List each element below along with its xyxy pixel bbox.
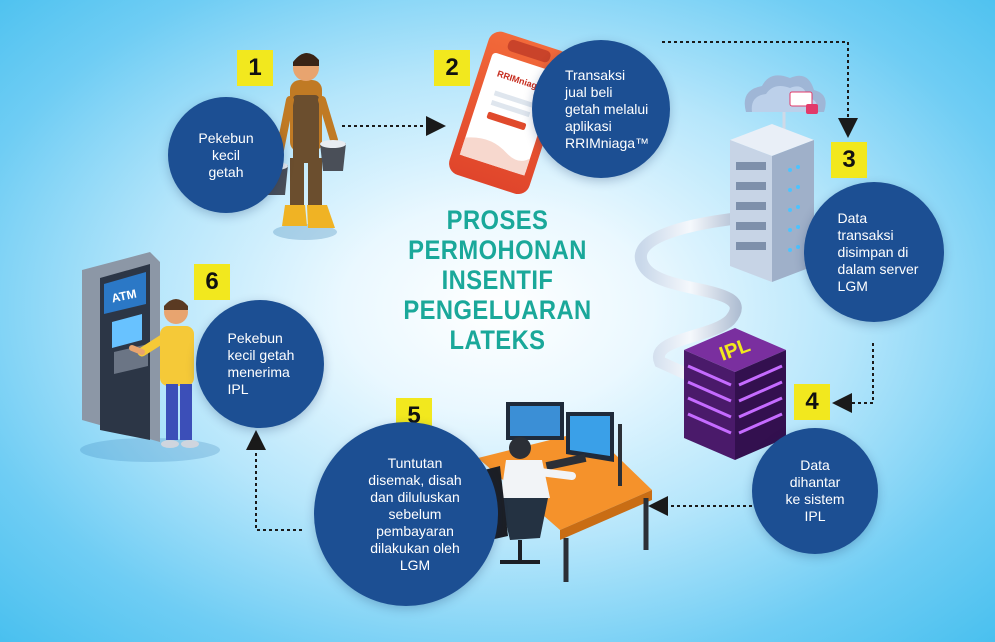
- svg-text:ATM: ATM: [110, 287, 137, 306]
- step-2-text-line: aplikasi: [564, 117, 612, 134]
- atm-user-icon: ATM: [80, 252, 220, 462]
- step-2-text-line: getah melalui: [564, 100, 649, 117]
- title-line: PROSES: [446, 205, 549, 235]
- step-2-text-line: jual beli: [564, 83, 613, 100]
- data-cable: [634, 212, 746, 386]
- step-3-text-line: dalam server: [837, 260, 919, 277]
- step-3-text-line: transaksi: [837, 226, 894, 243]
- step-5-text-line: disemak, disah: [368, 471, 462, 488]
- step-3-text-line: LGM: [837, 277, 868, 294]
- title-line: PENGELUARAN: [403, 295, 592, 325]
- step-5-circle: Tuntutan disemak, disah dan diluluskan s…: [314, 422, 498, 606]
- computer-workstation-icon: [478, 402, 652, 582]
- step-6-number-badge: 6: [194, 264, 230, 300]
- step-3-number-badge: 3: [831, 142, 867, 178]
- title-line: PERMOHONAN: [408, 235, 587, 265]
- step-2-text-line: Transaksi: [564, 66, 626, 83]
- step-2-circle: Transaksi jual beli getah melalui aplika…: [532, 40, 670, 178]
- step-3-text-line: disimpan di: [837, 243, 909, 260]
- step-4-text-line: dihantar: [789, 474, 841, 490]
- step-5-text-line: pembayaran: [376, 522, 454, 539]
- title-line: LATEKS: [449, 325, 546, 355]
- step-5-text-line: Tuntutan: [387, 454, 443, 471]
- ipl-server-icon: IPL: [684, 328, 786, 460]
- cloud-server-icon: [730, 75, 826, 282]
- step-5-text-line: LGM: [399, 556, 431, 573]
- step-6-text-line: Pekebun: [227, 330, 283, 346]
- step-4-text-line: ke sistem: [785, 491, 845, 507]
- step-4-text-line: Data: [800, 457, 830, 473]
- step-4-circle: Data dihantar ke sistem IPL: [752, 428, 878, 554]
- arrow-3-to-4: [832, 343, 874, 413]
- smartphone-app-icon: RRIMniaga: [449, 31, 570, 195]
- step-2-text-line: RRIMniaga™: [564, 134, 650, 151]
- step-5-text-line: sebelum: [388, 505, 442, 522]
- step-6-text-line: IPL: [227, 381, 249, 397]
- step-4-number-badge: 4: [794, 384, 830, 420]
- step-1-text-line: getah: [208, 163, 244, 180]
- step-1-text-line: Pekebun: [198, 129, 254, 146]
- step-6-circle: Pekebun kecil getah menerima IPL: [196, 300, 324, 428]
- step-6-text-line: kecil getah: [227, 347, 295, 363]
- arrow-5-to-6: [246, 430, 302, 531]
- arrow-2-to-3: [662, 41, 858, 138]
- step-1-circle: Pekebun kecil getah: [168, 97, 284, 213]
- step-4-text-line: IPL: [804, 508, 826, 524]
- step-1-text-line: kecil: [211, 146, 240, 163]
- step-2-number-badge: 2: [434, 50, 470, 86]
- step-5-text-line: dan diluluskan: [370, 488, 460, 505]
- step-5-text-line: dilakukan oleh: [370, 539, 460, 556]
- title-line: INSENTIF: [441, 265, 554, 295]
- step-3-circle: Data transaksi disimpan di dalam server …: [804, 182, 944, 322]
- step-1-number-badge: 1: [237, 50, 273, 86]
- connector-arrows: [246, 41, 874, 531]
- diagram-title: PROSES PERMOHONAN INSENTIF PENGELUARAN L…: [399, 205, 597, 355]
- step-6-text-line: menerima: [227, 364, 290, 380]
- step-3-text-line: Data: [837, 209, 868, 226]
